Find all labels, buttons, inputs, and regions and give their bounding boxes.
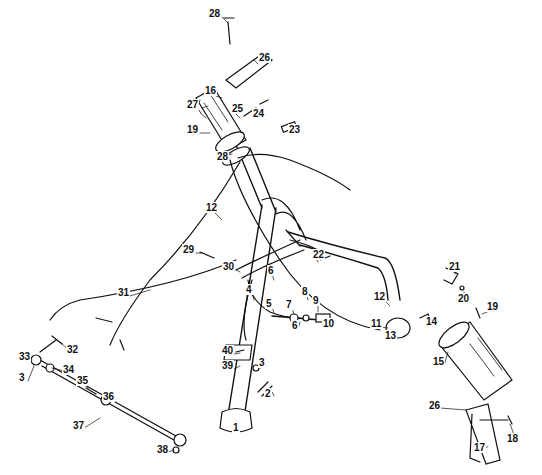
callout-number: 11 [370,318,383,329]
callout-number: 20 [457,293,470,304]
callout-number: 1 [232,422,240,433]
callout-number: 25 [231,103,244,114]
callout-number: 30 [222,261,235,272]
callout-number: 28 [216,151,229,162]
callout-number: 3 [258,357,266,368]
callout-number: 16 [204,85,217,96]
callout-number: 17 [473,442,486,453]
callout-number: 26 [428,400,441,411]
callout-number: 21 [448,261,461,272]
callout-number: 8 [301,286,309,297]
callout-number: 12 [373,291,386,302]
callout-number: 32 [66,344,79,355]
callout-number: 24 [252,108,265,119]
callout-number: 6 [291,320,299,331]
callout-number: 5 [265,298,273,309]
callout-number: 10 [322,318,335,329]
callout-number: 7 [285,299,293,310]
callout-number: 33 [18,351,31,362]
callout-number: 26 [258,52,271,63]
callout-number: 18 [506,433,519,444]
callout-number: 38 [156,444,169,455]
callout-number: 28 [208,8,221,19]
callout-number: 36 [102,391,115,402]
callout-number: 14 [425,316,438,327]
callout-number: 29 [182,244,195,255]
callout-number: 37 [72,420,85,431]
callout-number: 12 [205,202,218,213]
callout-number: 2 [264,388,272,399]
callout-number: 13 [384,330,397,341]
callout-number: 19 [486,301,499,312]
callout-number: 34 [62,364,75,375]
callout-number: 9 [312,295,320,306]
callout-number: 31 [117,287,130,298]
callout-number: 15 [432,356,445,367]
callout-number: 22 [312,249,325,260]
callout-number: 40 [221,345,234,356]
callout-number: 3 [18,372,26,383]
callout-number: 27 [186,99,199,110]
callout-number: 35 [76,375,89,386]
callout-number: 4 [245,284,253,295]
callout-number: 39 [221,360,234,371]
callout-number: 19 [186,124,199,135]
callout-number: 23 [288,124,301,135]
callout-number: 6 [267,265,275,276]
